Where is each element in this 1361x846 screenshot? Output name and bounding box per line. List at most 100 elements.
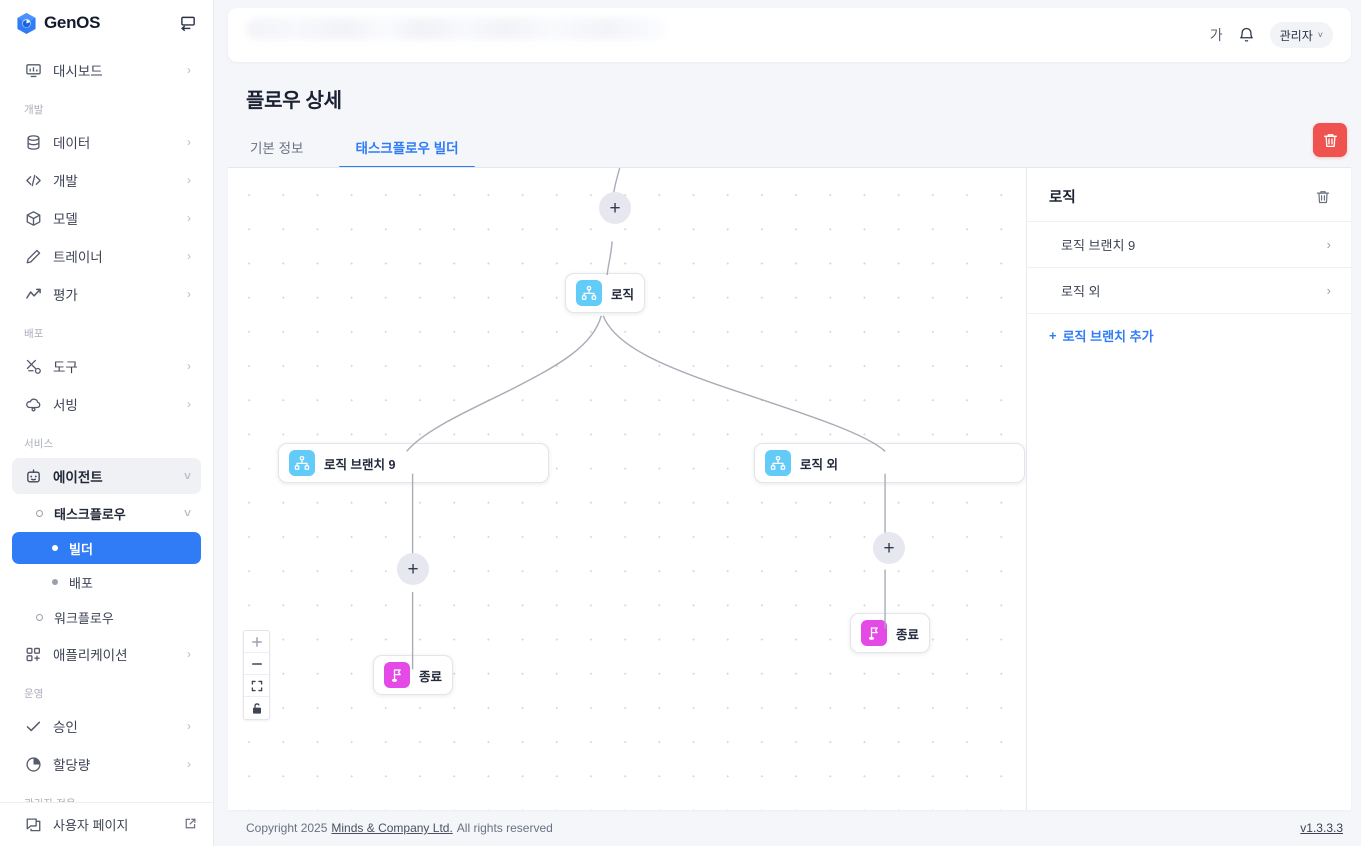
pencil-icon	[24, 247, 42, 265]
flow-node-logic-branch-9[interactable]: 로직 브랜치 9	[278, 443, 549, 483]
sidebar-collapse-button[interactable]	[177, 12, 199, 34]
tab-taskflow-builder[interactable]: 태스크플로우 빌더	[339, 137, 475, 168]
sidebar-item-label: 데이터	[53, 136, 91, 151]
panel-delete-button[interactable]	[1315, 189, 1331, 205]
sidebar-item-label: 빌더	[69, 541, 93, 557]
external-link-icon	[184, 817, 197, 833]
fit-view-button[interactable]	[244, 675, 269, 697]
sidebar-item-workflow[interactable]: 워크플로우	[12, 600, 201, 634]
sidebar-item-deploy[interactable]: 배포	[12, 566, 201, 598]
sidebar-item-approval[interactable]: 승인 ›	[12, 708, 201, 744]
check-icon	[24, 717, 42, 735]
sidebar-item-label: 승인	[53, 720, 78, 735]
panel-title: 로직	[1049, 190, 1076, 206]
sidebar-item-model[interactable]: 모델 ›	[12, 200, 201, 236]
sidebar-item-builder[interactable]: 빌더	[12, 532, 201, 564]
add-node-button-left[interactable]: +	[397, 553, 429, 585]
dot-icon	[52, 545, 58, 551]
cloud-icon	[24, 395, 42, 413]
sidebar-item-application[interactable]: 애플리케이션 ›	[12, 636, 201, 672]
sidebar-section-label: 서비스	[24, 438, 54, 450]
add-node-button-top[interactable]: +	[599, 192, 631, 224]
trash-icon	[1323, 133, 1337, 147]
flow-node-label: 종료	[419, 669, 443, 684]
bell-icon	[1239, 27, 1253, 42]
flow-node-end-right[interactable]: 종료	[850, 613, 930, 653]
add-logic-branch-button[interactable]: + 로직 브랜치 추가	[1027, 313, 1351, 357]
chevron-right-icon: ›	[187, 757, 191, 771]
flag-icon	[861, 620, 887, 646]
flow-edges	[406, 168, 886, 670]
lock-button[interactable]	[244, 697, 269, 719]
robot-icon	[24, 467, 42, 485]
add-logic-branch-label: 로직 브랜치 추가	[1062, 329, 1154, 344]
flow-node-label: 로직 외	[800, 457, 838, 472]
flow-node-end-left[interactable]: 종료	[373, 655, 453, 695]
sidebar-item-trainer[interactable]: 트레이너 ›	[12, 238, 201, 274]
flow-node-logic[interactable]: 로직	[565, 273, 645, 313]
sidebar-section-label: 운영	[24, 688, 44, 700]
code-icon	[24, 171, 42, 189]
circle-outline-icon	[36, 509, 43, 517]
chevron-down-icon: ˅	[1317, 30, 1323, 40]
sidebar-item-agent[interactable]: 에이전트 ˅	[12, 458, 201, 494]
brand-logo[interactable]: GenOS	[16, 12, 100, 35]
font-size-toggle-button[interactable]: 가	[1209, 27, 1223, 43]
database-icon	[24, 133, 42, 151]
monitor-icon	[24, 61, 42, 79]
user-menu-button[interactable]: 관리자 ˅	[1269, 22, 1333, 48]
sidebar-section-label: 배포	[24, 328, 44, 340]
flow-node-label: 로직	[611, 287, 635, 302]
sidebar-item-label: 태스크플로우	[54, 506, 126, 522]
main-area: 가 관리자 ˅ 플로우 상세 기본 정보 태스크플로우 빌더	[214, 0, 1361, 846]
zoom-in-button[interactable]	[244, 631, 269, 653]
plus-icon: +	[609, 197, 621, 219]
tab-basic-info[interactable]: 기본 정보	[250, 141, 304, 156]
panel-row-branch-9[interactable]: 로직 브랜치 9 ›	[1027, 221, 1351, 267]
sidebar-item-evaluation[interactable]: 평가 ›	[12, 276, 201, 312]
panel-row-logic-else[interactable]: 로직 외 ›	[1027, 267, 1351, 313]
sidebar-item-label: 평가	[53, 288, 78, 303]
company-link[interactable]: Minds & Company Ltd.	[331, 821, 453, 835]
logic-branch-icon	[765, 450, 791, 476]
plus-icon: +	[1049, 328, 1057, 343]
sidebar-item-tools[interactable]: 도구 ›	[12, 348, 201, 384]
flow-node-logic-else[interactable]: 로직 외	[754, 443, 1025, 483]
sidebar-header: GenOS	[0, 0, 213, 46]
sidebar-item-user-page[interactable]: 사용자 페이지	[0, 802, 213, 846]
sidebar-item-data[interactable]: 데이터 ›	[12, 124, 201, 160]
chevron-right-icon: ›	[187, 173, 191, 187]
zoom-out-button[interactable]	[244, 653, 269, 675]
footer: Copyright 2025 Minds & Company Ltd. All …	[228, 810, 1351, 846]
sidebar-section-label: 관리자 전용	[0, 784, 213, 802]
chevron-right-icon: ›	[1326, 283, 1331, 298]
panel-row-label: 로직 외	[1061, 284, 1101, 299]
sidebar-item-label: 서빙	[53, 398, 78, 413]
sidebar-item-label: 모델	[53, 212, 78, 227]
chevron-down-icon: ˅	[183, 506, 191, 520]
genos-logo-icon	[17, 12, 36, 34]
sidebar-item-development[interactable]: 개발 ›	[12, 162, 201, 198]
panel-row-label: 로직 브랜치 9	[1061, 238, 1136, 253]
add-node-button-right[interactable]: +	[873, 532, 905, 564]
brand-name: GenOS	[44, 13, 101, 32]
chevron-right-icon: ›	[187, 397, 191, 411]
flow-canvas[interactable]: + 로직	[228, 168, 1027, 810]
sidebar-section-label: 개발	[24, 104, 44, 116]
sidebar-item-label: 애플리케이션	[53, 648, 128, 663]
chevron-right-icon: ›	[187, 647, 191, 661]
sidebar-item-dashboard[interactable]: 대시보드 ›	[12, 52, 201, 88]
notification-bell-button[interactable]	[1237, 26, 1256, 45]
chevron-right-icon: ›	[187, 211, 191, 225]
plus-icon: +	[883, 537, 895, 559]
chevron-right-icon: ›	[187, 359, 191, 373]
sidebar-item-quota[interactable]: 할당량 ›	[12, 746, 201, 782]
canvas-controls	[243, 630, 270, 720]
sidebar-item-label: 배포	[69, 575, 93, 591]
fit-screen-icon	[251, 680, 262, 691]
sidebar-item-taskflow[interactable]: 태스크플로우 ˅	[12, 496, 201, 530]
sidebar-item-serving[interactable]: 서빙 ›	[12, 386, 201, 422]
delete-flow-button[interactable]	[1313, 123, 1347, 157]
version-link[interactable]: v1.3.3.3	[1300, 821, 1343, 835]
sidebar-item-label: 에이전트	[53, 470, 103, 485]
